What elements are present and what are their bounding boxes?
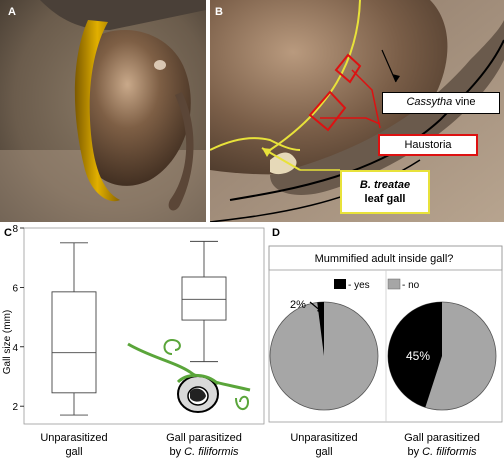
cassytha-species-text: Cassytha bbox=[406, 96, 453, 108]
d-cat2-line2: by C. filiformis bbox=[407, 446, 477, 458]
y-tick-label: 8 bbox=[12, 224, 18, 235]
pie-percent-label: 2% bbox=[290, 299, 306, 311]
d-cat2-prefix: by bbox=[407, 446, 422, 458]
pie-slice-yes bbox=[317, 302, 324, 356]
pie-label-arrowhead bbox=[317, 306, 323, 314]
pie-slice-yes bbox=[388, 302, 442, 408]
panel-d-label: D bbox=[272, 227, 280, 239]
box-plot-chart: C Gall size (mm) 2 4 6 8 Unparasitized gall… bbox=[0, 222, 266, 460]
legend: - yes - no bbox=[334, 278, 420, 291]
cassytha-vine-label: Cassytha vine bbox=[382, 92, 500, 114]
b-treatae-species-text: B. treatae bbox=[359, 179, 411, 191]
c-cat1-line2: gall bbox=[65, 446, 82, 458]
c-cat2-line2: by C. filiformis bbox=[169, 446, 239, 458]
haustoria-text: Haustoria bbox=[404, 139, 452, 151]
c-cat2-species: C. filiformis bbox=[184, 446, 239, 458]
legend-label-yes: - yes bbox=[348, 280, 370, 291]
d-cat2-line1: Gall parasitized bbox=[404, 432, 480, 444]
y-axis-label: Gall size (mm) bbox=[2, 310, 13, 374]
box-plot-svg: C Gall size (mm) 2 4 6 8 Unparasitized gall… bbox=[2, 224, 265, 458]
box-iqr bbox=[51, 291, 97, 394]
panel-c-label: C bbox=[4, 227, 12, 239]
box-iqr bbox=[181, 276, 227, 321]
haustoria-label: Haustoria bbox=[378, 134, 478, 156]
plot-frame bbox=[23, 227, 265, 425]
pie-charts: D Mummified adult inside gall? - yes - n… bbox=[266, 222, 504, 460]
pies: 2% 45% bbox=[269, 299, 497, 411]
photo-a-leaf-gall bbox=[0, 0, 206, 222]
vine-word-text: vine bbox=[452, 96, 476, 108]
y-tick-label: 4 bbox=[12, 343, 18, 354]
pie-percent-label: 45% bbox=[406, 349, 430, 363]
c-cat2-line1: Gall parasitized bbox=[166, 432, 242, 444]
y-ticks: 2 4 6 8 bbox=[12, 224, 24, 413]
boxes bbox=[51, 240, 227, 416]
panel-b-label: B bbox=[215, 6, 223, 18]
d-cat1-line2: gall bbox=[315, 446, 332, 458]
pie-title-box bbox=[268, 245, 503, 271]
pie-charts-svg: D Mummified adult inside gall? - yes - n… bbox=[268, 227, 503, 458]
b-treatae-label: B. treatae leaf gall bbox=[340, 170, 430, 214]
legend-label-no: - no bbox=[402, 280, 420, 291]
legend-swatch-no bbox=[387, 278, 401, 290]
d-cat1-line1: Unparasitized bbox=[290, 432, 357, 444]
d-cat2-species: C. filiformis bbox=[422, 446, 477, 458]
vine-gall-illustration bbox=[127, 338, 251, 413]
leaf-gall-text: leaf gall bbox=[364, 193, 406, 205]
y-tick-label: 2 bbox=[12, 402, 18, 413]
y-tick-label: 6 bbox=[12, 283, 18, 294]
c-cat1-line1: Unparasitized bbox=[40, 432, 107, 444]
c-cat2-prefix: by bbox=[169, 446, 184, 458]
legend-swatch-yes bbox=[334, 279, 346, 289]
panel-a-label: A bbox=[8, 6, 16, 18]
pie-title: Mummified adult inside gall? bbox=[315, 253, 454, 265]
